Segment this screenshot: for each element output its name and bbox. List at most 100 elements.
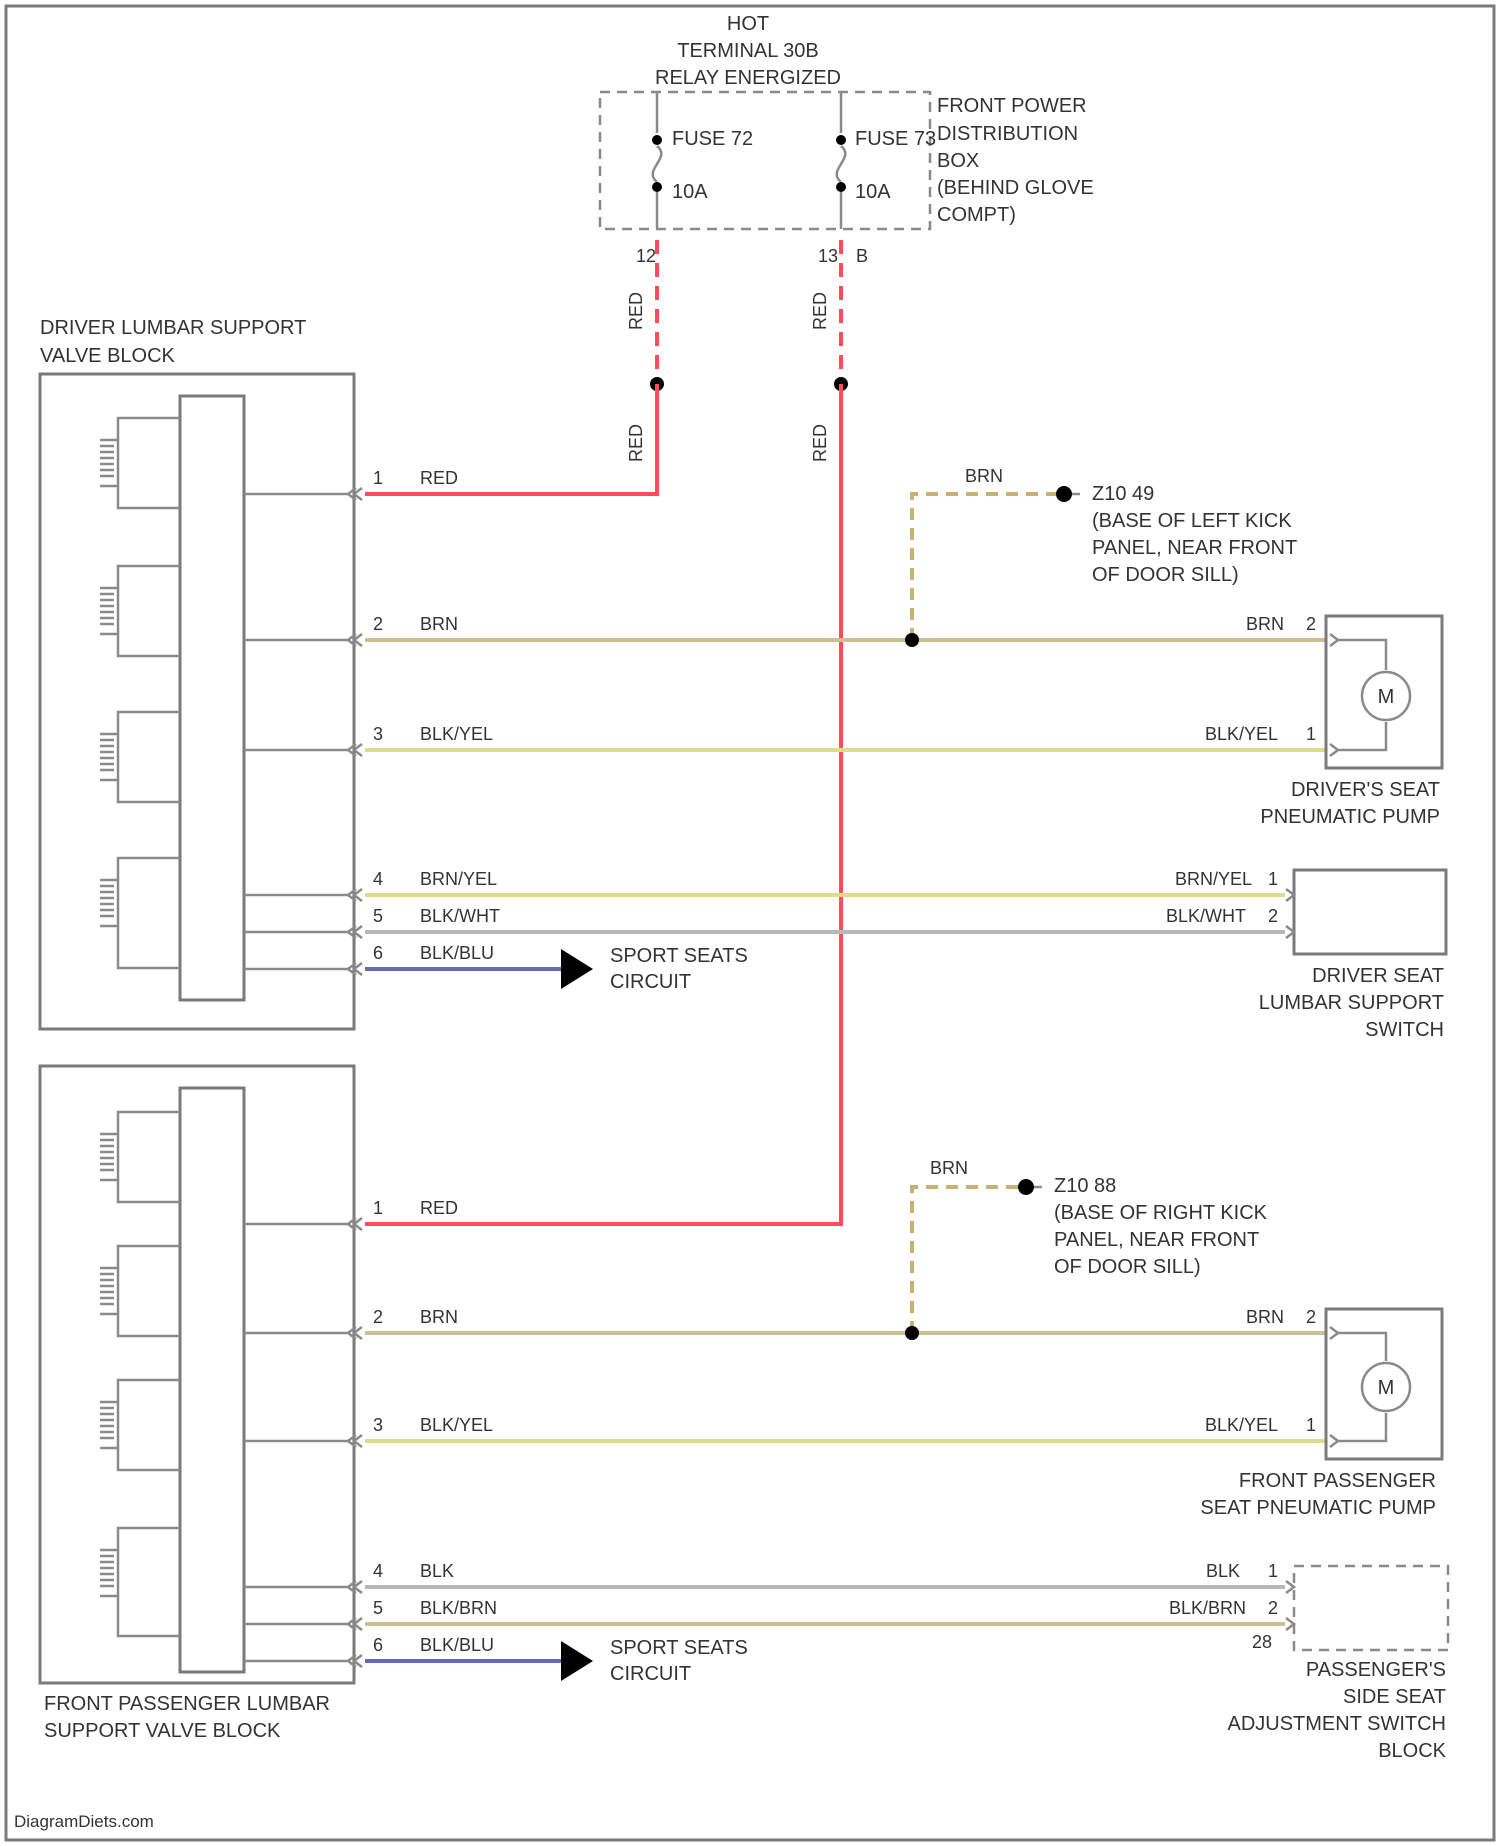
coil-icon [100, 880, 118, 926]
passenger-switch-connector: 28 [1252, 1632, 1272, 1652]
passenger-valve-4 [100, 1528, 180, 1636]
fuse-right-pin-a: 13 [818, 246, 838, 266]
passenger-ground-id: Z10 88 [1054, 1175, 1116, 1197]
passenger-ground-loc-2: PANEL, NEAR FRONT [1054, 1229, 1259, 1251]
fuse-right-terminal-top [836, 135, 846, 145]
driver-ground-splice [905, 633, 919, 647]
driver-wire-label-2: BRN [420, 614, 458, 634]
driver-wire-label-6: BLK/BLU [420, 943, 494, 963]
fuse-left-name: FUSE 72 [672, 128, 753, 150]
passenger-pin-4: 4 [373, 1561, 383, 1581]
wire-red-driver [365, 384, 657, 494]
passenger-valve-3 [100, 1380, 180, 1470]
passenger-ground-wire: BRN [930, 1158, 968, 1178]
passenger-pin-6: 6 [373, 1635, 383, 1655]
fuse-right-rating: 10A [855, 181, 891, 203]
passenger-block-label-line2: SUPPORT VALVE BLOCK [44, 1720, 281, 1742]
passenger-pump: M 2 1 BRN BLK/YEL FRONT PASSENGER SEAT P… [1200, 1307, 1442, 1519]
coil-icon [100, 1134, 118, 1180]
fuse-right-symbol [837, 146, 846, 182]
passenger-pump-wire-2: BLK/YEL [1205, 1415, 1278, 1435]
passenger-block-label-line1: FRONT PASSENGER LUMBAR [44, 1693, 330, 1715]
passenger-pump-wire-1: BRN [1246, 1307, 1284, 1327]
driver-switch-label-2: LUMBAR SUPPORT [1259, 992, 1444, 1014]
passenger-switch-label-2: SIDE SEAT [1343, 1686, 1446, 1708]
hot-label-line3: RELAY ENERGIZED [655, 67, 841, 89]
hot-label-line2: TERMINAL 30B [677, 40, 819, 62]
passenger-pump-label-2: SEAT PNEUMATIC PUMP [1200, 1497, 1436, 1519]
driver-pump-wire-1: BRN [1246, 614, 1284, 634]
fuse-box-label-line4: (BEHIND GLOVE [937, 177, 1094, 199]
passenger-pump-label-1: FRONT PASSENGER [1239, 1470, 1436, 1492]
fuse-box-label-line2: DISTRIBUTION [937, 123, 1078, 145]
passenger-switch-wire-2: BLK/BRN [1169, 1598, 1246, 1618]
wire-red-passenger [365, 384, 841, 1224]
passenger-ground-loc-1: (BASE OF RIGHT KICK [1054, 1202, 1268, 1224]
driver-pump-wire-2: BLK/YEL [1205, 724, 1278, 744]
fuse-box-label-line5: COMPT) [937, 204, 1016, 226]
fuse-left-terminal-bottom [652, 182, 662, 192]
passenger-wire-label-2: BRN [420, 1307, 458, 1327]
driver-valve-2 [100, 566, 180, 656]
fuse-box-outline [600, 92, 930, 229]
passenger-pin-3: 3 [373, 1415, 383, 1435]
watermark: DiagramDiets.com [14, 1812, 154, 1831]
fuse-left-rating: 10A [672, 181, 708, 203]
passenger-pin-1: 1 [373, 1198, 383, 1218]
coil-icon [100, 588, 118, 634]
passenger-valve-1 [100, 1112, 180, 1202]
passenger-wire-label-1: RED [420, 1198, 458, 1218]
passenger-switch-wire-1: BLK [1206, 1561, 1240, 1581]
passenger-seat-switch-block: 1 2 28 BLK BLK/BRN PASSENGER'S SIDE SEAT… [1169, 1561, 1448, 1762]
driver-switch-pin-1: 1 [1268, 869, 1278, 889]
fuse-right-terminal-bottom [836, 182, 846, 192]
coil-icon [100, 1268, 118, 1314]
driver-motor-symbol: M [1378, 686, 1395, 708]
passenger-switch-label-3: ADJUSTMENT SWITCH [1227, 1713, 1446, 1735]
driver-switch-pin-2: 2 [1268, 906, 1278, 926]
fuse-left-symbol [653, 146, 662, 182]
wire-label-fuse72-lower: RED [626, 424, 646, 462]
passenger-ground-loc-3: OF DOOR SILL) [1054, 1256, 1201, 1278]
driver-block-label-line1: DRIVER LUMBAR SUPPORT [40, 317, 306, 339]
driver-ground-loc-3: OF DOOR SILL) [1092, 564, 1239, 586]
passenger-sport-seats-line2: CIRCUIT [610, 1663, 691, 1685]
driver-pin-1: 1 [373, 468, 383, 488]
driver-pump-pin-2: 2 [1306, 614, 1316, 634]
passenger-wire-label-5: BLK/BRN [420, 1598, 497, 1618]
driver-pump: M 2 1 BRN BLK/YEL DRIVER'S SEAT PNEUMATI… [1205, 614, 1442, 828]
passenger-switch-pin-1: 1 [1268, 1561, 1278, 1581]
driver-pin-2: 2 [373, 614, 383, 634]
coil-icon [100, 1550, 118, 1596]
driver-ground-loc-2: PANEL, NEAR FRONT [1092, 537, 1297, 559]
passenger-switch-outline [1294, 1566, 1448, 1650]
driver-valve-block: DRIVER LUMBAR SUPPORT VALVE BLOCK [40, 317, 354, 1029]
fuse-right-name: FUSE 73 [855, 128, 936, 150]
driver-pump-label-1: DRIVER'S SEAT [1291, 779, 1440, 801]
driver-valve-3 [100, 712, 180, 802]
driver-ground-id: Z10 49 [1092, 483, 1154, 505]
driver-wire-label-3: BLK/YEL [420, 724, 493, 744]
driver-ground-wire: BRN [965, 466, 1003, 486]
driver-pin-4: 4 [373, 869, 383, 889]
driver-pin-6: 6 [373, 943, 383, 963]
passenger-switch-pin-2: 2 [1268, 1598, 1278, 1618]
driver-valve-4 [100, 858, 180, 968]
power-source: HOT TERMINAL 30B RELAY ENERGIZED FUSE 72… [600, 13, 1094, 266]
driver-switch-label-3: SWITCH [1365, 1019, 1444, 1041]
driver-wire-label-5: BLK/WHT [420, 906, 500, 926]
passenger-valve-block: FRONT PASSENGER LUMBAR SUPPORT VALVE BLO… [40, 1066, 354, 1742]
fuse-right-pin-b: B [856, 246, 868, 266]
passenger-switch-label-1: PASSENGER'S [1306, 1659, 1446, 1681]
coil-icon [100, 734, 118, 780]
ground-icon [1018, 1179, 1034, 1195]
passenger-pin-2: 2 [373, 1307, 383, 1327]
passenger-wire-label-6: BLK/BLU [420, 1635, 494, 1655]
fuse-box-label-line1: FRONT POWER [937, 95, 1087, 117]
fuse-left-pin: 12 [636, 246, 656, 266]
passenger-ground: BRN Z10 88 (BASE OF RIGHT KICK PANEL, NE… [905, 1158, 1268, 1340]
passenger-block-module [180, 1088, 244, 1672]
driver-pump-label-2: PNEUMATIC PUMP [1260, 806, 1440, 828]
hot-label-line1: HOT [727, 13, 769, 35]
